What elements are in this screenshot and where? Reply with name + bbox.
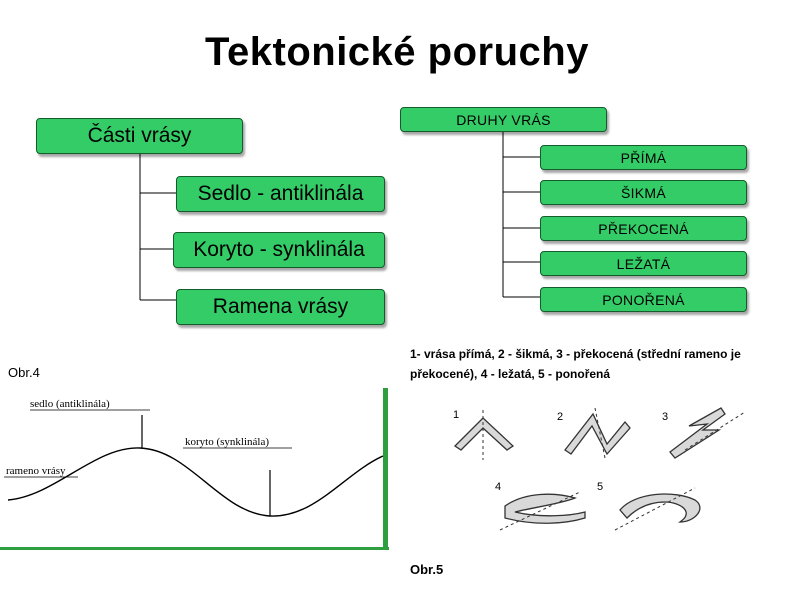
fold-number-1: 1: [453, 409, 459, 421]
figure4-fold-profile: sedlo (antiklinála) koryto (synklinála) …: [0, 388, 389, 550]
type-upright-box: PŘÍMÁ: [540, 145, 747, 170]
label-koryto: koryto (synklinála): [185, 436, 269, 448]
part-limbs-box: Ramena vrásy: [176, 289, 385, 325]
label-sedlo: sedlo (antiklinála): [30, 398, 110, 410]
types-header-box: DRUHY VRÁS: [400, 107, 607, 132]
type-plunging-box: PONOŘENÁ: [540, 287, 747, 312]
type-overturned-box: PŘEKOCENÁ: [540, 216, 747, 241]
label-rameno: rameno vrásy: [6, 465, 66, 477]
figure5-fold-types: 1 2 3 4 5: [445, 400, 746, 550]
parts-header-box: Části vrásy: [36, 118, 243, 154]
figure4-drawing: sedlo (antiklinála) koryto (synklinála) …: [0, 388, 389, 550]
part-anticline-box: Sedlo - antiklinála: [176, 176, 385, 212]
parts-header-label: Části vrásy: [87, 124, 192, 147]
figure5-drawing: 1 2 3 4 5: [453, 407, 746, 531]
fold-number-5: 5: [597, 481, 603, 493]
fold-1-upright: [453, 417, 515, 451]
figure5-caption: Obr.5: [410, 562, 444, 577]
fold-4-recumbent: [504, 493, 586, 524]
type-upright-label: PŘÍMÁ: [620, 149, 667, 166]
figure4-caption: Obr.4: [8, 365, 40, 380]
fold-number-2: 2: [557, 411, 563, 423]
figure5-description: 1- vrása přímá, 2 - šikmá, 3 - překocená…: [410, 344, 780, 384]
figure5-description-line1: 1- vrása přímá, 2 - šikmá, 3 - překocená…: [410, 347, 741, 361]
part-syncline-box: Koryto - synklinála: [173, 232, 385, 268]
fold-number-3: 3: [662, 411, 668, 423]
type-overturned-label: PŘEKOCENÁ: [598, 220, 689, 237]
fold-number-4: 4: [495, 481, 501, 493]
part-anticline-label: Sedlo - antiklinála: [197, 182, 364, 205]
fold-5-plunging: [619, 493, 701, 523]
type-recumbent-box: LEŽATÁ: [540, 251, 747, 276]
fold-3-overturned: [669, 407, 726, 459]
type-recumbent-label: LEŽATÁ: [616, 255, 671, 272]
type-plunging-label: PONOŘENÁ: [602, 291, 685, 308]
types-header-label: DRUHY VRÁS: [456, 111, 551, 128]
type-inclined-box: ŠIKMÁ: [540, 180, 747, 205]
type-inclined-label: ŠIKMÁ: [620, 184, 667, 201]
fold-2-inclined: [564, 412, 631, 456]
part-syncline-label: Koryto - synklinála: [193, 238, 365, 261]
page-title: Tektonické poruchy: [205, 30, 589, 74]
part-limbs-label: Ramena vrásy: [212, 295, 349, 318]
figure5-description-line2: překocené), 4 - ležatá, 5 - ponořená: [410, 367, 611, 381]
